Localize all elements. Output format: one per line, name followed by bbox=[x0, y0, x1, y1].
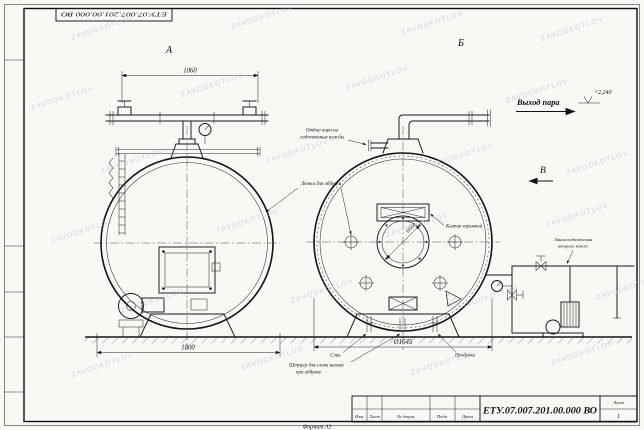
second-boiler-callout: Линия подключения второго котла bbox=[553, 237, 593, 264]
own-needs-stub bbox=[368, 140, 389, 151]
blow-hatches-callout: Лючки для обдувки bbox=[265, 182, 352, 235]
sludge-callout: Штуцер для слива шлама при обдувке bbox=[288, 333, 401, 376]
manhole-diameter-label: Ø500 bbox=[404, 222, 417, 235]
steam-outlet-label: Выход пара bbox=[516, 98, 560, 107]
explosion-valve-callout: Клапан взрывной bbox=[430, 213, 483, 230]
dim-1645: Ø1645 bbox=[313, 298, 493, 351]
feed-piping bbox=[485, 255, 635, 338]
view-direction-callout: В bbox=[528, 166, 553, 185]
front-support-pedestal bbox=[139, 313, 236, 338]
dim-1645-value: Ø1645 bbox=[393, 339, 413, 346]
burner-blower bbox=[118, 293, 165, 337]
second-boiler-line2: второго котла bbox=[558, 244, 588, 249]
tb-header-date: Дата bbox=[461, 414, 474, 419]
steam-outlet-callout: Выход пара bbox=[516, 98, 576, 116]
explosion-valve-label: Клапан взрывной bbox=[445, 224, 483, 230]
upper-header bbox=[115, 147, 261, 156]
tb-header-doc: № докум. bbox=[396, 414, 415, 419]
furnace-door bbox=[158, 246, 221, 294]
blowdown-callout: Продувка bbox=[437, 333, 476, 359]
bottom-port bbox=[388, 296, 418, 311]
blow-hatches bbox=[343, 234, 463, 291]
drain-label: Слив. bbox=[330, 354, 341, 359]
tb-sheet-value: 1 bbox=[617, 413, 620, 420]
second-boiler-drop bbox=[613, 265, 621, 319]
sludge-line1: Штуцер для слива шлама bbox=[288, 364, 344, 369]
sludge-line2: при обдувке bbox=[296, 371, 322, 376]
pressure-gauge-piping bbox=[491, 280, 512, 292]
view-direction-label: В bbox=[540, 166, 546, 176]
safety-valve-left bbox=[117, 100, 132, 116]
safety-valve-manifold bbox=[105, 100, 269, 125]
hatched-marker bbox=[445, 290, 462, 307]
elevation-mark: +2,240 bbox=[578, 89, 612, 104]
top-stamp-number: ЕТУ.07.007.201.00.000 ВО bbox=[60, 10, 168, 17]
ground-hatch bbox=[85, 337, 632, 344]
safety-valve-right bbox=[242, 100, 257, 116]
dim-1800-value: 1800 bbox=[181, 345, 195, 352]
second-boiler-line1: Линия подключения bbox=[553, 237, 593, 242]
dim-1800: 1800 bbox=[96, 333, 281, 357]
side-support-pedestal bbox=[346, 313, 460, 338]
ash-door bbox=[190, 298, 208, 311]
own-needs-callout: Отбор пара на собственные нужды bbox=[300, 129, 367, 145]
tb-header-izm: Изм. bbox=[354, 414, 364, 419]
own-needs-line1: Отбор пара на bbox=[306, 129, 339, 134]
tb-doc-number: ЕТУ.07.007.201.00.000 ВО bbox=[482, 407, 597, 417]
title-block: Изм. Лист № докум. Подп. Дата ЕТУ.07.007… bbox=[303, 395, 638, 430]
pressure-gauge-front bbox=[198, 123, 212, 144]
valve-vertical bbox=[507, 289, 524, 301]
sludge-stub bbox=[399, 318, 406, 331]
blow-hatches-label: Лючки для обдувки bbox=[300, 182, 342, 187]
dimensions: 1060 1800 Ø1645 bbox=[96, 68, 493, 357]
dim-1060-value: 1060 bbox=[183, 68, 197, 75]
callouts: А Б Выход пара +2,240 Отбор пара на собс… bbox=[165, 38, 612, 376]
view-a-label: А bbox=[165, 45, 173, 56]
tb-header-list: Лист bbox=[368, 414, 380, 419]
steam-dome-front bbox=[170, 120, 204, 159]
top-stamp: ЕТУ.07.007.201.00.000 ВО bbox=[55, 8, 173, 22]
blowdown-stub bbox=[430, 316, 440, 332]
tb-sheet-word: Лист bbox=[612, 400, 624, 405]
steam-dome-side bbox=[368, 109, 491, 154]
sheet-frame bbox=[4, 4, 640, 426]
valve-horizontal bbox=[535, 255, 547, 272]
tb-header-sign: Подп. bbox=[436, 414, 448, 419]
front-view bbox=[94, 100, 280, 350]
elevation-value: +2,240 bbox=[594, 89, 612, 96]
format-note: Формат А3 bbox=[303, 424, 332, 430]
drain-callout: Слив. bbox=[330, 333, 367, 359]
explosion-valve-port bbox=[376, 203, 430, 222]
feed-pump bbox=[511, 265, 584, 338]
water-level-column bbox=[108, 153, 126, 235]
dim-1060: 1060 bbox=[121, 68, 259, 103]
blowdown-label: Продувка bbox=[454, 354, 476, 359]
side-view: Ø500 bbox=[306, 109, 500, 350]
drain-stub bbox=[364, 316, 374, 332]
view-b-label: Б bbox=[457, 38, 464, 49]
own-needs-line2: собственные нужды bbox=[300, 136, 345, 141]
